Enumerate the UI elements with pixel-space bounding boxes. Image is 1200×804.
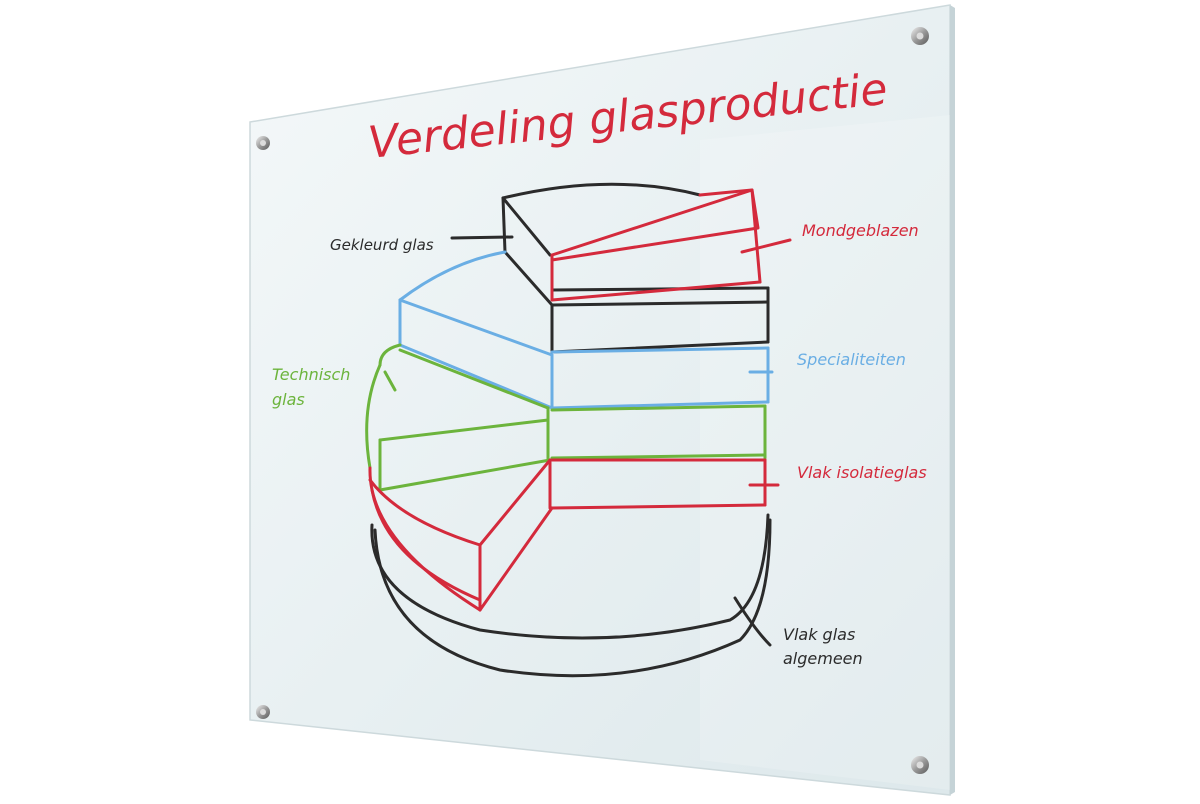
bolt-icon	[256, 136, 270, 150]
bolt-icon	[911, 756, 929, 774]
label-mondgeblazen: Mondgeblazen	[802, 221, 919, 240]
leader-gekleurd	[450, 235, 514, 240]
glass-reflection	[700, 115, 950, 790]
label-vlak-isolatieglas: Vlak isolatieglas	[797, 463, 927, 482]
pie-arc-top	[501, 182, 702, 200]
slice-vlak-glas	[370, 513, 772, 678]
slice-specialiteiten	[398, 250, 774, 410]
label-technisch-line1: Technisch	[272, 365, 350, 384]
label-specialiteiten: Specialiteiten	[797, 350, 906, 369]
glass-board-edge	[950, 5, 955, 795]
slice-vlak-isolatie	[368, 458, 780, 612]
label-gekleurd-glas: Gekleurd glas	[330, 236, 434, 254]
label-vlak-glas-line2: algemeen	[783, 649, 863, 668]
slice-mondgeblazen	[550, 188, 762, 302]
label-technisch-line2: glas	[272, 390, 305, 409]
bolt-icon	[911, 27, 929, 45]
label-vlak-glas-line1: Vlak glas	[783, 625, 855, 644]
slice-technisch	[365, 343, 767, 492]
bolt-icon	[256, 705, 270, 719]
leader-mondgeblazen	[740, 238, 792, 254]
